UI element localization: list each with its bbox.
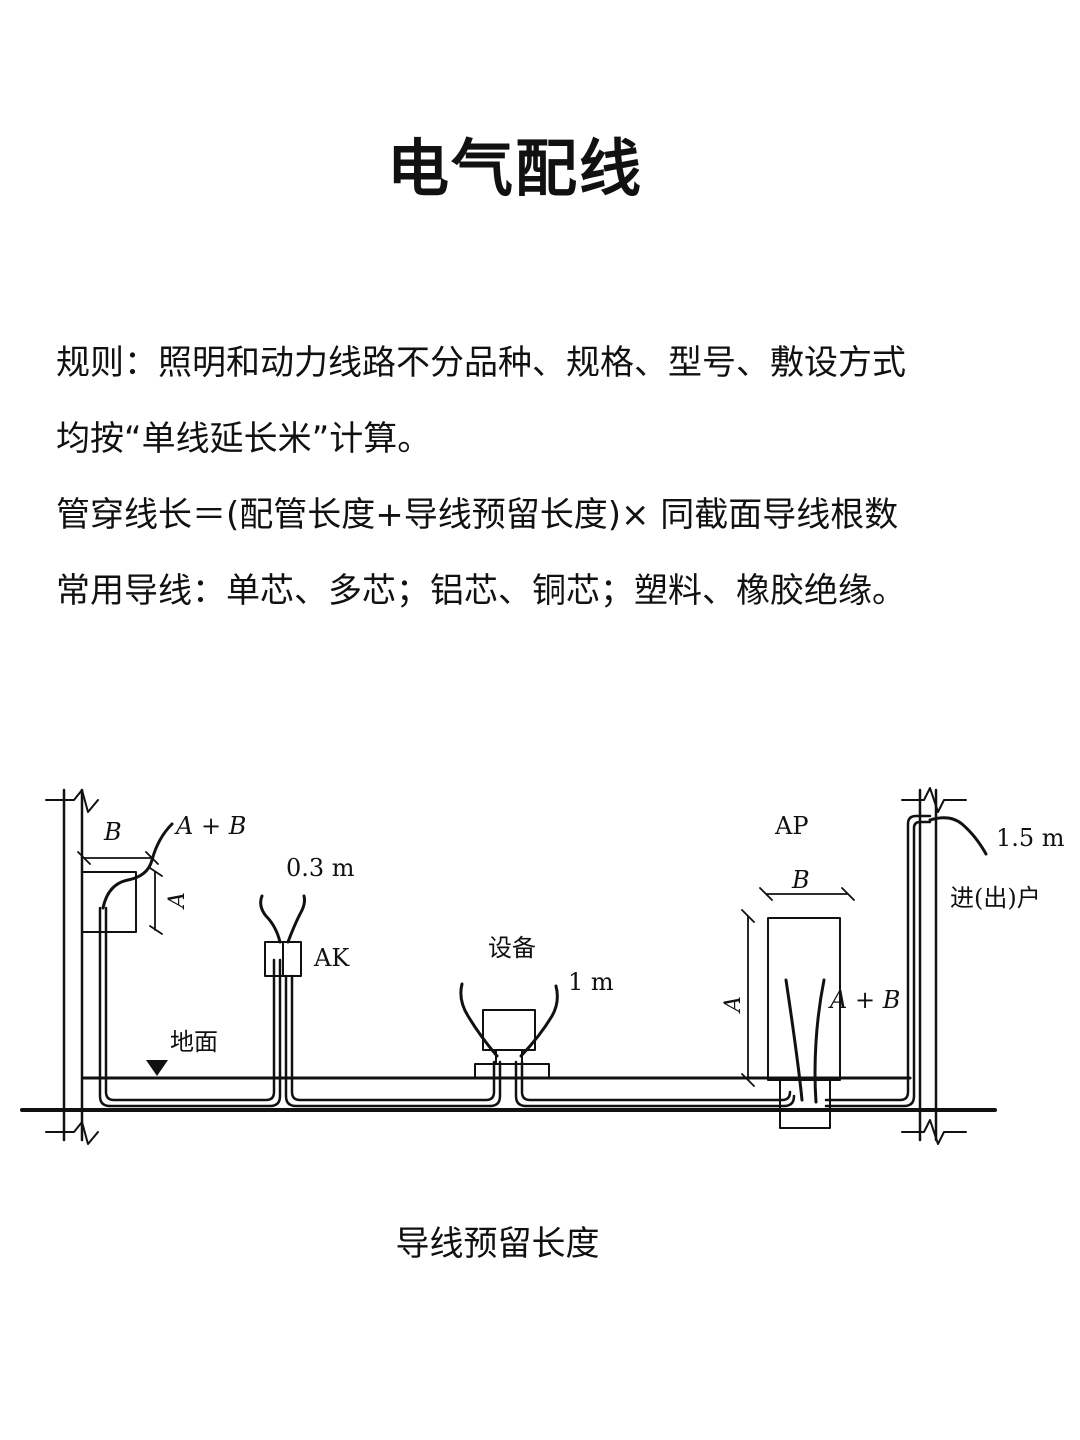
label-ak: AK (313, 944, 350, 972)
label-left-a: A (165, 892, 190, 910)
right-dim-a (741, 909, 755, 1087)
left-conduit (98, 906, 282, 1108)
diagram-caption: 导线预留长度 (395, 1224, 600, 1264)
left-dim-b (77, 851, 159, 865)
rules-text: 规则：照明和动力线路不分品种、规格、型号、敷设方式 均按“单线延长米”计算。 管… (56, 325, 1046, 629)
label-floor: 地面 (170, 1028, 218, 1056)
page-title: 电气配线 (386, 132, 643, 205)
equipment-body (482, 1009, 536, 1051)
rules-line-2: 均按“单线延长米”计算。 (56, 419, 432, 459)
label-left-a-plus-b: A + B (174, 812, 246, 840)
wire-reserve-diagram: B A + B A 0.3 m AK 地面 设备 1 m AP B A A + … (20, 787, 1065, 1145)
label-ak-length: 0.3 m (286, 854, 355, 882)
label-entry-length: 1.5 m (996, 824, 1065, 852)
ak-conduit (284, 974, 502, 1108)
label-entry: 进(出)户 (950, 884, 1041, 912)
rules-line-4: 常用导线：单芯、多芯；铝芯、铜芯；塑料、橡胶绝缘。 (56, 571, 906, 611)
left-wire (101, 822, 174, 910)
label-equipment: 设备 (488, 934, 536, 962)
equipment-wires (459, 982, 559, 1058)
left-dim-a (149, 867, 163, 935)
label-right-a-plus-b: A + B (828, 986, 900, 1014)
right-wall (901, 787, 967, 1145)
left-wall (45, 788, 99, 1145)
equipment-conduit (514, 1060, 796, 1108)
label-left-b: B (103, 818, 122, 846)
equipment-base (474, 1063, 550, 1079)
rules-line-3: 管穿线长＝(配管长度+导线预留长度)× 同截面导线根数 (56, 495, 899, 535)
ak-wires (259, 894, 306, 944)
label-right-b: B (791, 866, 810, 894)
entry-wire (928, 816, 988, 856)
label-ap: AP (774, 812, 808, 840)
label-equipment-length: 1 m (568, 968, 614, 996)
right-conduit (824, 814, 932, 1108)
rules-line-1: 规则：照明和动力线路不分品种、规格、型号、敷设方式 (56, 343, 906, 383)
floor-marker (146, 1060, 168, 1076)
left-panel-box (81, 871, 137, 933)
right-dim-b (759, 887, 855, 901)
ap-wires (784, 978, 826, 1104)
ap-panel-base (779, 1079, 831, 1129)
label-right-a: A (721, 996, 746, 1014)
